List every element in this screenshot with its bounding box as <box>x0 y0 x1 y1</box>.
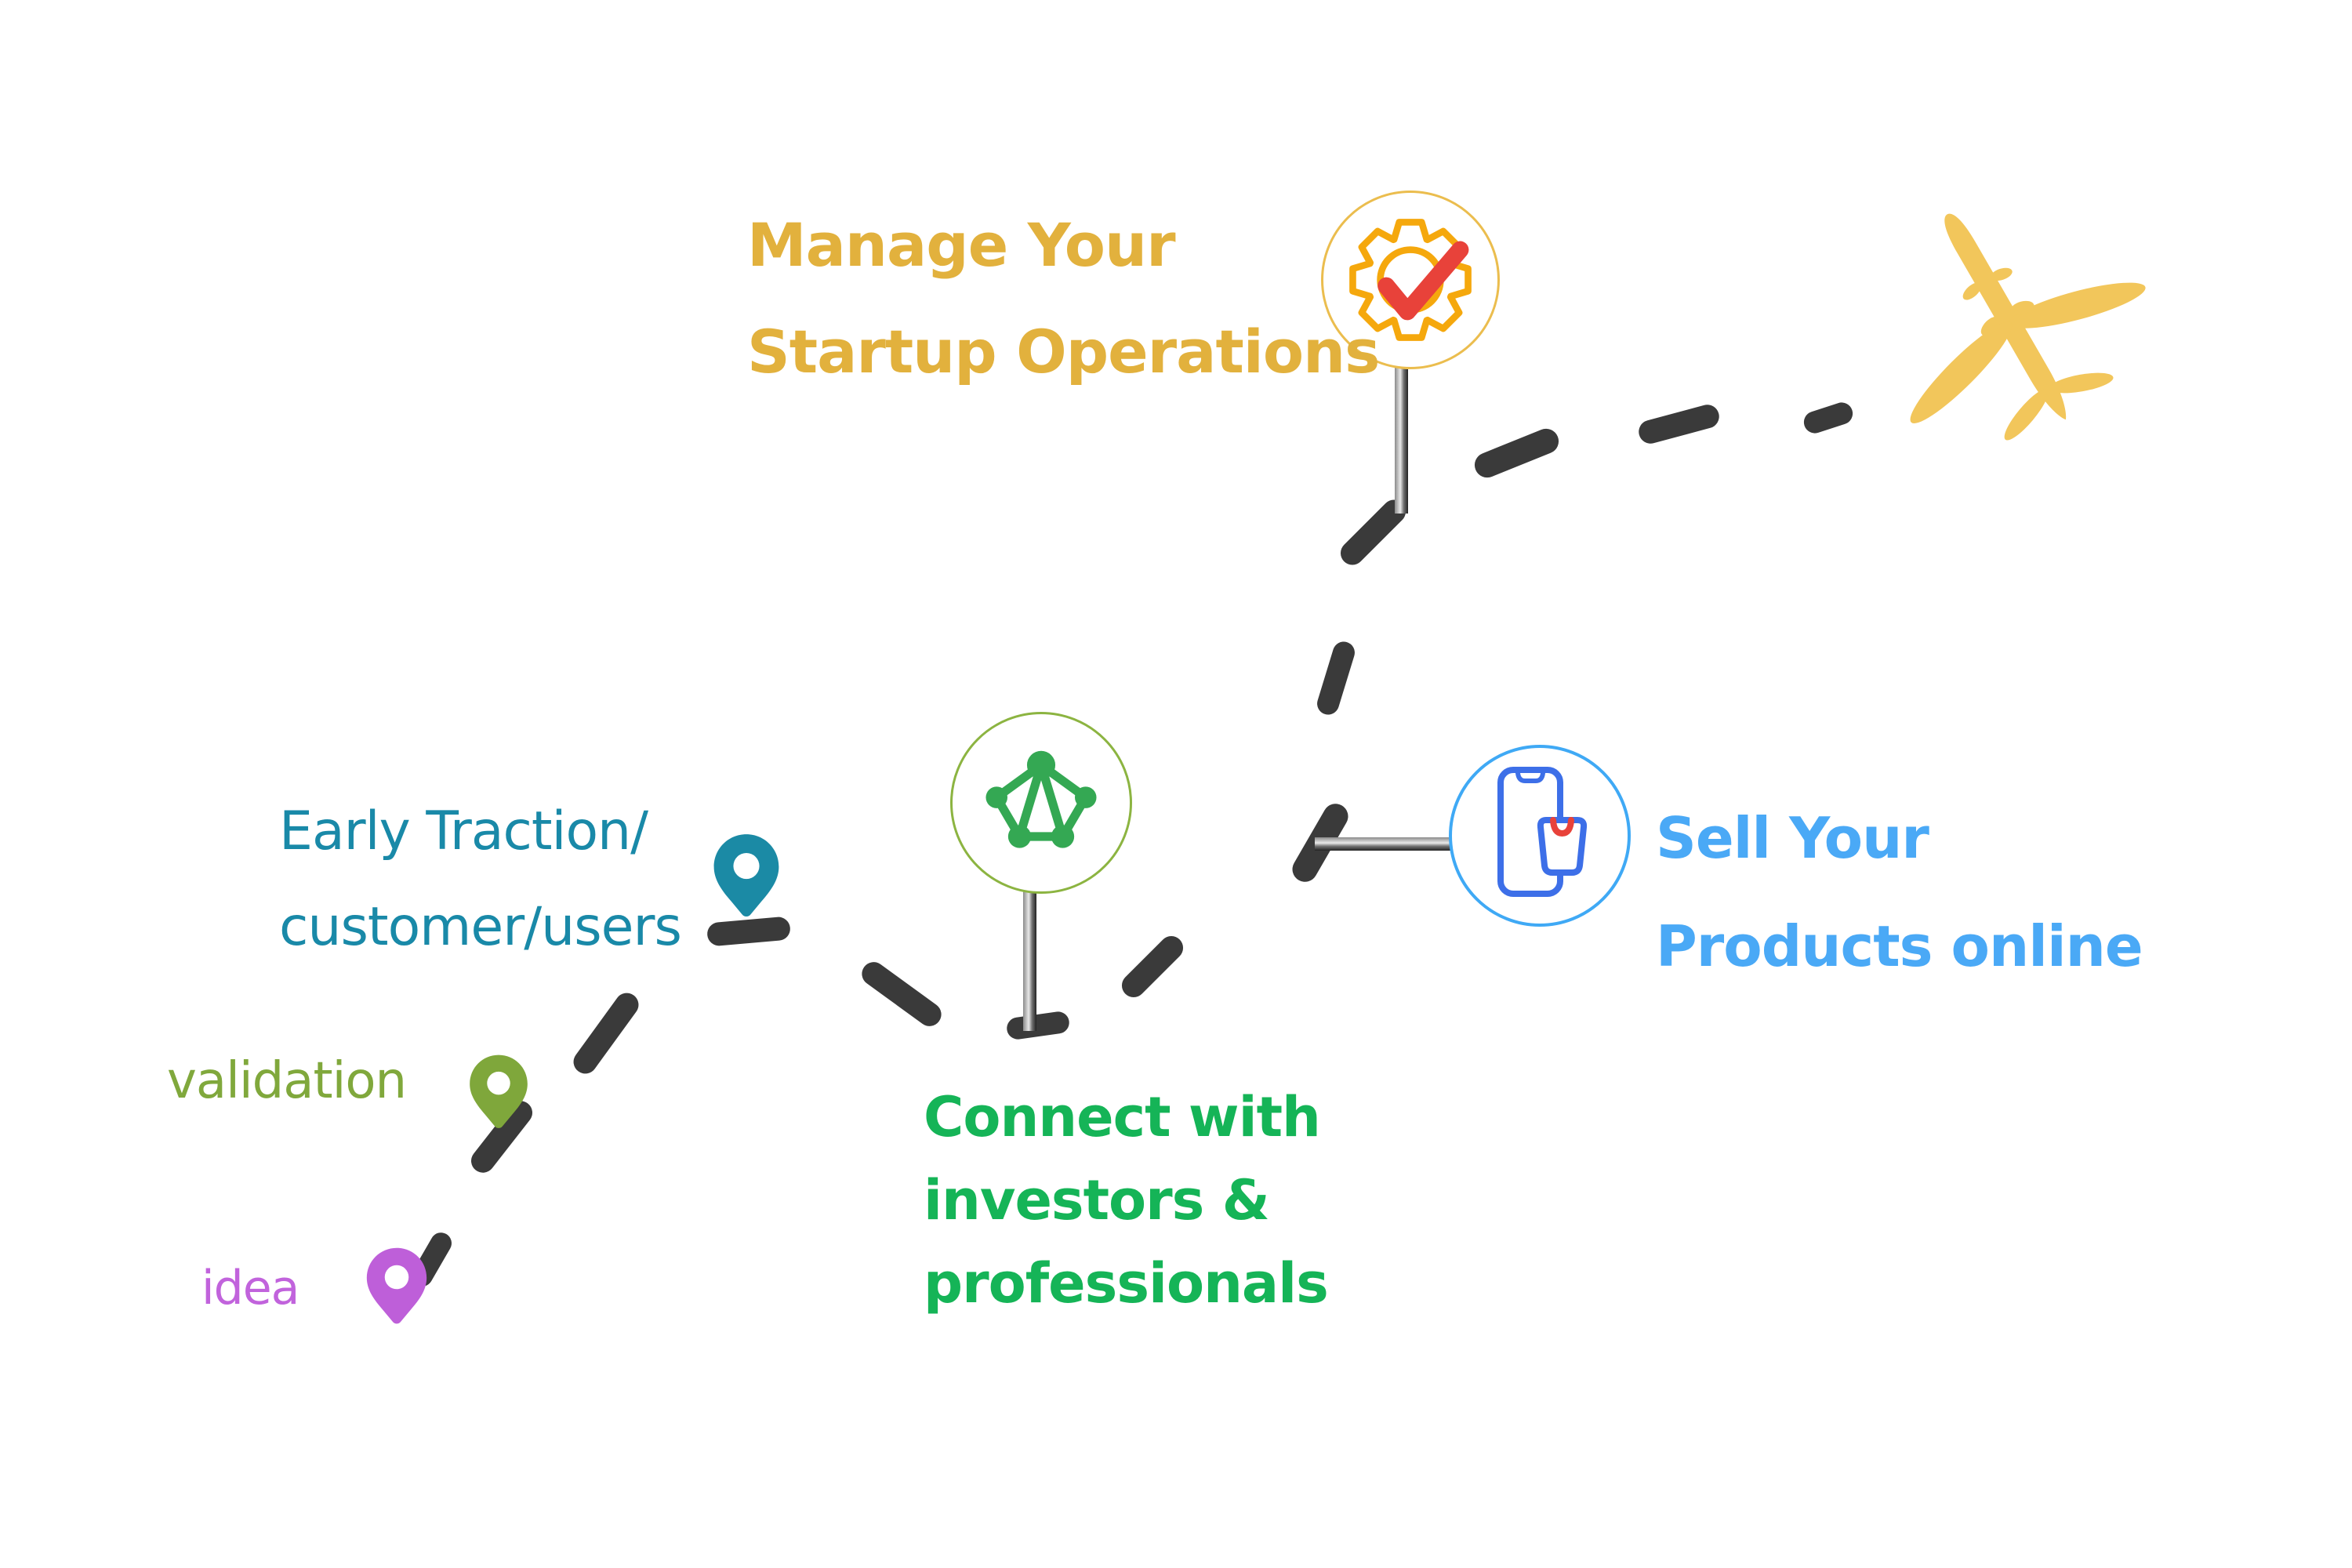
gear-with-checkmark-icon <box>1349 219 1472 341</box>
manage-label-line2: Startup Operations <box>747 317 1380 387</box>
idea-pin <box>366 1247 427 1324</box>
path-dash <box>1116 931 1189 1003</box>
path-dash <box>1801 399 1856 437</box>
validation-label-text: validation <box>167 1052 407 1110</box>
network-sign-pole <box>1023 878 1036 1031</box>
gear-sign-pole <box>1395 353 1408 514</box>
early-traction-pin <box>713 834 779 916</box>
path-dash <box>1005 1010 1071 1041</box>
validation-pin <box>470 1054 528 1128</box>
manage-operations-label: Manage Your Startup Operations <box>747 192 1380 405</box>
connect-label-line2: investors & <box>924 1168 1270 1232</box>
validation-label: validation <box>167 1052 407 1110</box>
connect-label-line1: Connect with <box>924 1085 1321 1149</box>
idea-label-text: idea <box>201 1261 299 1316</box>
sell-label-line2: Products online <box>1656 913 2143 979</box>
early-label-line2: customer/users <box>279 896 682 958</box>
manage-label-line1: Manage Your <box>747 210 1176 280</box>
sell-online-badge <box>1449 745 1631 927</box>
path-dash <box>1635 401 1722 447</box>
connect-investors-label: Connect with investors & professionals <box>924 1076 1329 1325</box>
sell-products-label: Sell Your Products online <box>1656 784 2143 1000</box>
network-nodes-icon <box>985 750 1097 848</box>
early-traction-label: Early Traction/ customer/users <box>279 784 682 975</box>
phone-shopping-bag-icon <box>1497 767 1588 897</box>
path-dash <box>1471 424 1563 482</box>
idea-label: idea <box>201 1261 299 1316</box>
airplane-icon <box>1867 180 2150 462</box>
shop-sign-pole <box>1315 837 1452 851</box>
manage-operations-badge <box>1321 191 1500 369</box>
path-dash <box>1314 639 1358 717</box>
path-dash <box>568 988 644 1079</box>
connect-label-line3: professionals <box>924 1251 1329 1316</box>
connect-network-badge <box>950 712 1132 894</box>
early-label-line1: Early Traction/ <box>279 800 648 862</box>
sell-label-line1: Sell Your <box>1656 805 1929 871</box>
path-dash <box>857 957 946 1031</box>
